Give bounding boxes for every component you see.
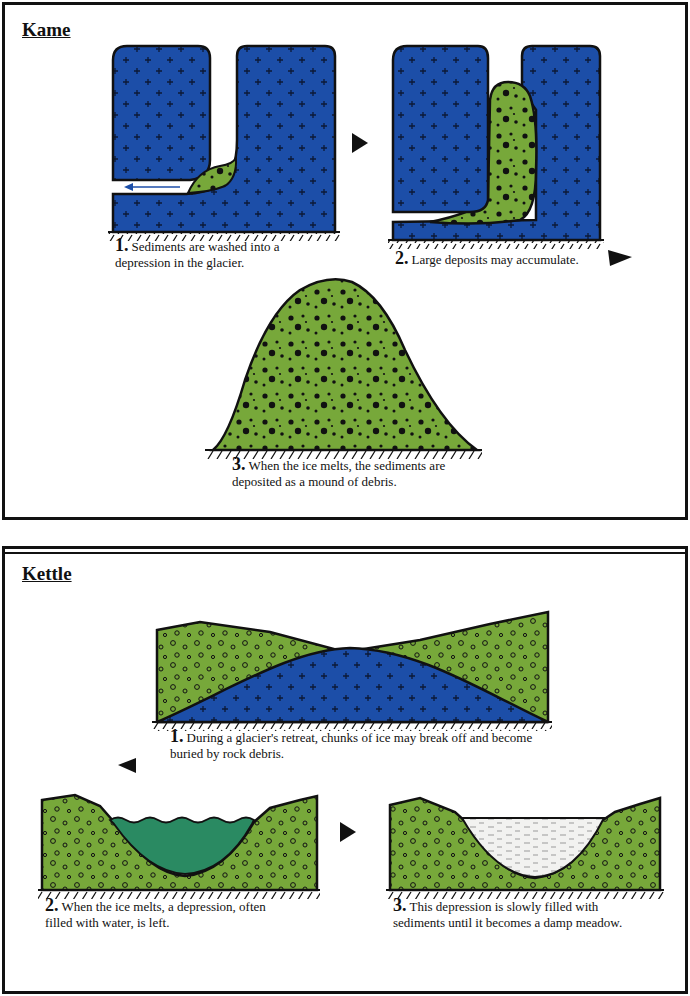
buried-ice (157, 648, 548, 722)
glacier-ice (393, 46, 488, 212)
step-arrow (352, 133, 368, 153)
step-arrow (340, 822, 356, 842)
divider-line (4, 552, 686, 554)
step-caption: 1.During a glacier's retreat, chunks of … (170, 728, 555, 762)
flow-arrow-head (124, 183, 133, 191)
kame-step-3 (205, 279, 482, 459)
caption-text: Large deposits may accumulate. (412, 252, 579, 267)
step-number: 2. (45, 895, 59, 915)
ground-hatch (386, 891, 664, 899)
flow-arrow (132, 186, 180, 188)
section-heading: Kettle (22, 563, 72, 585)
kettle-step-3 (386, 798, 664, 899)
caption-text: During a glacier's retreat, chunks of ic… (170, 730, 532, 761)
section-heading: Kame (22, 19, 71, 41)
caption-text: Sediments are washed into a depression i… (115, 239, 280, 270)
ground-line (38, 889, 320, 891)
step-caption: 1.Sediments are washed into a depression… (115, 237, 315, 271)
kettle-step-1 (152, 612, 552, 731)
panel: Kame (2, 2, 688, 520)
sediment-deposit (188, 158, 236, 193)
caption-text: When the ice melts, the sediments are de… (232, 458, 445, 489)
ground-hatch (205, 451, 482, 459)
ground-hatch (38, 891, 320, 899)
step-number: 3. (393, 895, 407, 915)
ground-line (152, 721, 552, 723)
ground-line (108, 231, 340, 233)
caption-text: When the ice melts, a depression, often … (45, 899, 266, 930)
rock-debris (42, 795, 317, 890)
ground-line (388, 239, 604, 241)
ground-hatch (388, 241, 604, 249)
meadow-sediment (462, 818, 604, 877)
step-arrow (118, 758, 136, 773)
ground-line (386, 889, 664, 891)
kettle-lake (110, 818, 254, 875)
ground-line (205, 449, 482, 451)
caption-text: This depression is slowly filled with se… (393, 899, 622, 930)
step-number: 1. (115, 235, 129, 255)
kame-step-1 (108, 46, 340, 241)
glacier-ice (393, 46, 600, 240)
step-arrow (608, 250, 632, 266)
kettle-step-2 (38, 795, 320, 899)
step-caption: 3.This depression is slowly filled with … (393, 897, 628, 931)
step-number: 3. (232, 454, 246, 474)
kame-mound (213, 279, 477, 450)
glacier-ice (113, 46, 335, 232)
step-caption: 2.Large deposits may accumulate. (395, 250, 595, 268)
glacier-ice (113, 46, 210, 180)
step-caption: 3.When the ice melts, the sediments are … (232, 456, 467, 490)
step-number: 1. (170, 726, 184, 746)
ground-hatch (152, 723, 552, 731)
rock-debris (390, 798, 660, 890)
rock-debris (157, 612, 548, 722)
kame-step-2 (388, 46, 604, 249)
step-number: 2. (395, 248, 409, 268)
step-caption: 2.When the ice melts, a depression, ofte… (45, 897, 280, 931)
